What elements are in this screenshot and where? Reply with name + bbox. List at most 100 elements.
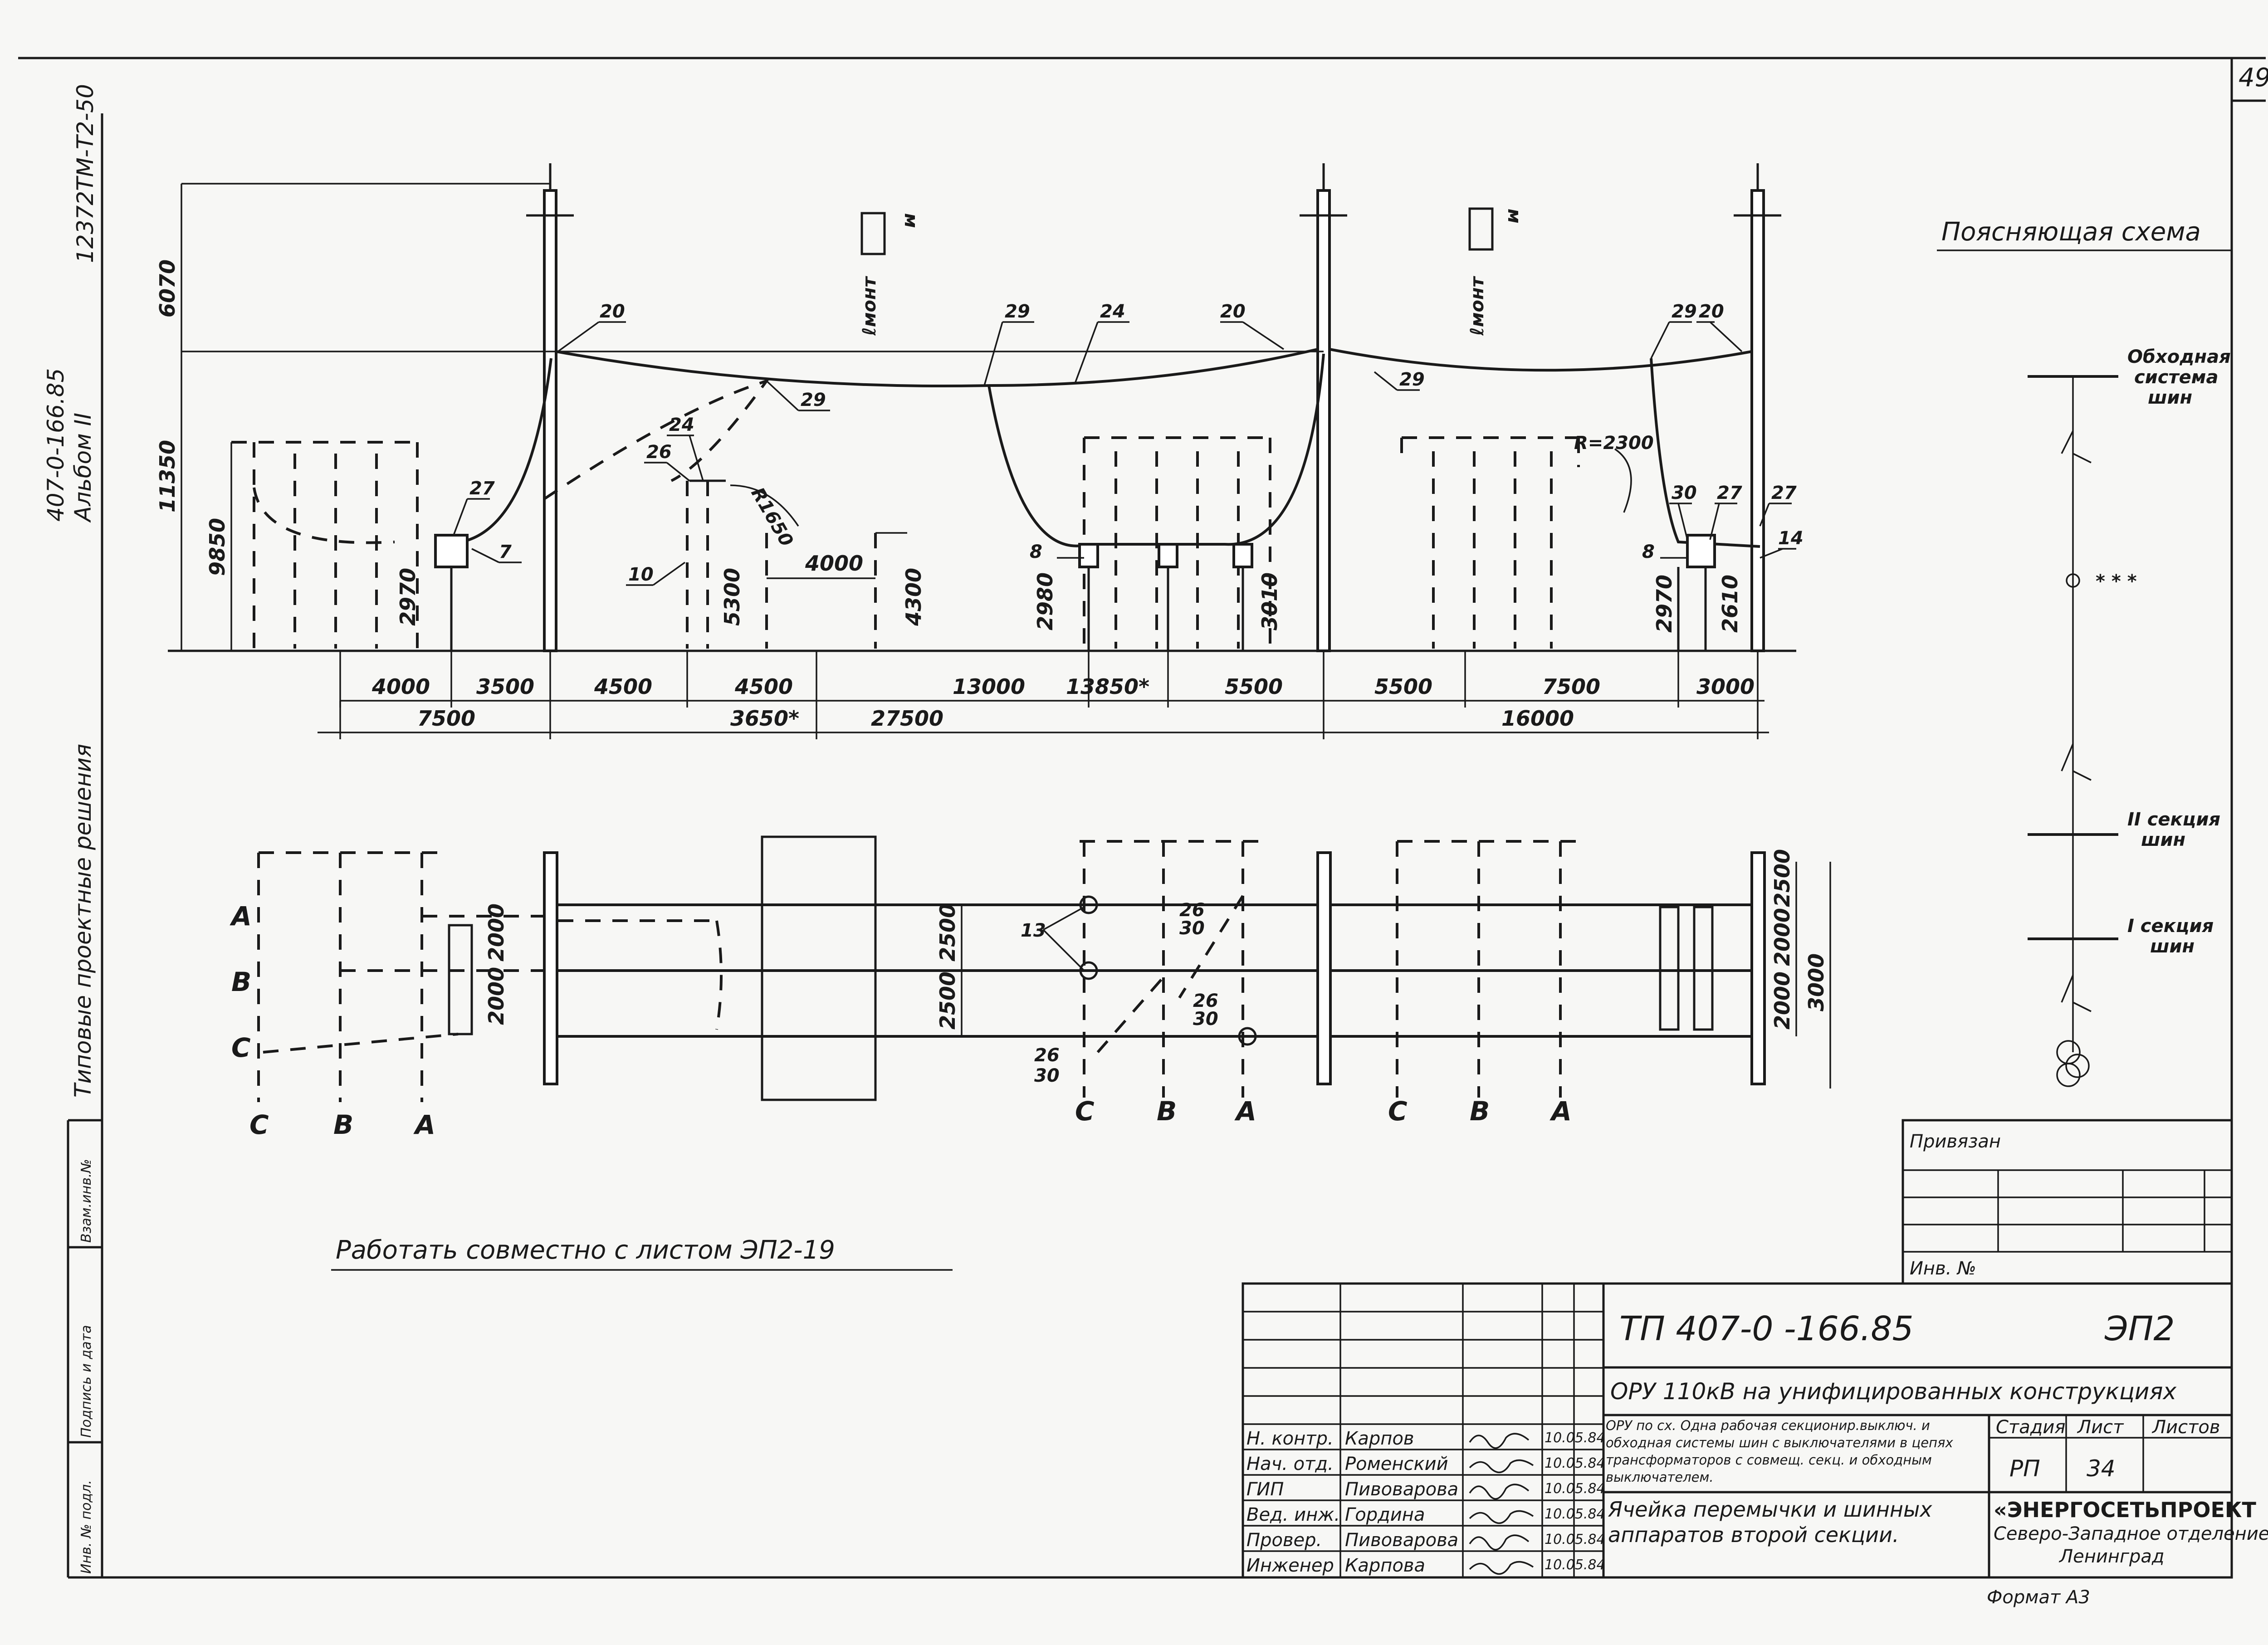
- callout-29d: 29: [1399, 369, 1425, 390]
- scheme-title: Поясняющая схема: [1941, 217, 2201, 247]
- height-wire: 11350: [155, 440, 180, 513]
- dim-r2-0: 7500: [417, 706, 475, 731]
- callout-8b: 8: [1642, 542, 1655, 562]
- callout-24b: 24: [669, 415, 694, 435]
- height-right-2610: 2610: [1718, 575, 1742, 633]
- callout-30b: 30: [1179, 918, 1205, 939]
- doc-code: ТП 407-0 -166.85: [1619, 1309, 1914, 1348]
- sheet-label: Лист: [2077, 1417, 2124, 1438]
- signer-role-5: Инженер: [1246, 1555, 1334, 1576]
- phase-bottom-mid-C: C: [1075, 1096, 1095, 1127]
- callouts: 20 29 24 20 29 20 29 29 27 7 24 26 10 8 …: [453, 301, 1804, 586]
- phase-bottom-left-C: C: [249, 1109, 269, 1140]
- signer-name-2: Пивоварова: [1345, 1479, 1458, 1500]
- sheets-label: Листов: [2151, 1417, 2220, 1438]
- callout-10: 10: [628, 564, 654, 585]
- plan-dim-right-1: 2500: [1770, 849, 1794, 907]
- plan-dim-mid-2: 2500: [935, 971, 960, 1030]
- stamp-cell-3: Взам.инв.№: [78, 1159, 94, 1243]
- stage-label: Стадия: [1996, 1417, 2065, 1438]
- droop-right: [1650, 358, 1760, 548]
- stage-value: РП: [2009, 1455, 2040, 1482]
- org-name: «ЭНЕРГОСЕТЬПРОЕКТ: [1994, 1498, 2256, 1522]
- dim-r1-7: 5500: [1374, 674, 1432, 699]
- height-top: 6070: [155, 259, 180, 317]
- plan-dim-right-3: 2000: [1770, 971, 1794, 1030]
- height-center-left: 2980: [1033, 572, 1057, 630]
- callout-27a: 27: [469, 478, 495, 499]
- stamp-cell-1: Инв. № подл.: [78, 1480, 94, 1574]
- callout-29c: 29: [801, 390, 826, 410]
- description: ОРУ по сх. Одна рабочая секционир.выключ…: [1606, 1418, 1953, 1485]
- sheet-value: 34: [2087, 1455, 2116, 1482]
- dim-r1-0: 4000: [371, 674, 430, 699]
- mount-m-1: м: [900, 213, 921, 228]
- dim-r2-3: 16000: [1501, 706, 1574, 731]
- mount-m-2: м: [1504, 209, 1525, 224]
- callout-24a: 24: [1100, 301, 1125, 322]
- org-city: Ленинград: [2058, 1546, 2165, 1567]
- height-left-app: 2970: [396, 568, 420, 626]
- right-apparatus: [1686, 534, 1716, 568]
- section2-2: шин: [2141, 830, 2185, 850]
- height-center-right: 3010: [1257, 572, 1282, 630]
- mount-marker-1: [860, 212, 886, 255]
- radius-1650: R1650: [747, 484, 797, 550]
- drawing-title-box: Ячейка перемычки и шинных аппаратов втор…: [1608, 1497, 1932, 1547]
- binding-title: Привязан: [1910, 1131, 2001, 1152]
- callout-20a: 20: [600, 301, 625, 322]
- height-mid-app: 5300: [720, 568, 744, 626]
- signer-date-3: 10.05.84: [1545, 1506, 1605, 1522]
- signer-name-1: Роменский: [1345, 1454, 1448, 1474]
- drawing-frame: [101, 101, 2233, 1579]
- bypass-2: система: [2134, 367, 2218, 388]
- bypass-3: шин: [2148, 387, 2192, 408]
- callout-27b: 27: [1717, 483, 1742, 503]
- section1-1: I секция: [2127, 916, 2214, 937]
- signer-date-1: 10.05.84: [1545, 1455, 1605, 1471]
- signer-date-0: 10.05.84: [1545, 1430, 1605, 1446]
- callout-30: 30: [1672, 483, 1697, 503]
- phase-bottom-mid-A: A: [1234, 1096, 1256, 1127]
- phase-left-C: C: [231, 1032, 251, 1063]
- dim-r1-1: 3500: [476, 674, 534, 699]
- portal-pole-2: [1316, 189, 1331, 652]
- format-label: Формат А3: [1987, 1587, 2090, 1608]
- signer-name-0: Карпов: [1345, 1428, 1414, 1449]
- phase-bottom-right-A: A: [1549, 1096, 1572, 1127]
- mount-l-1: ℓмонт: [859, 275, 880, 336]
- mount-marker-2: [1468, 207, 1494, 251]
- callout-8a: 8: [1030, 542, 1042, 562]
- portal-pole-3: [1750, 189, 1765, 652]
- signer-name-4: Пивоварова: [1345, 1530, 1458, 1551]
- side-series: Типовые проектные решения: [70, 744, 96, 1098]
- scheme-devices: [2056, 430, 2092, 1087]
- plan-dim-mid-1: 2500: [935, 903, 960, 962]
- signer-date-5: 10.05.84: [1545, 1557, 1605, 1573]
- dim-r1-3: 4500: [734, 674, 793, 699]
- drawing-title: Ячейка перемычки и шинных аппаратов втор…: [1608, 1497, 1932, 1547]
- signer-date-2: 10.05.84: [1545, 1481, 1605, 1497]
- signer-role-2: ГИП: [1246, 1479, 1284, 1500]
- callout-14: 14: [1778, 528, 1804, 549]
- callout-27c: 27: [1771, 483, 1797, 503]
- signer-role-4: Провер.: [1246, 1530, 1322, 1551]
- callout-26a: 26: [646, 442, 672, 463]
- droop-center: [987, 353, 1325, 547]
- note-text: Работать совместно с листом ЭП2-19: [336, 1235, 835, 1265]
- dim-r2-2: 27500: [871, 706, 943, 731]
- signer-name-5: Карпова: [1345, 1555, 1425, 1576]
- signer-date-4: 10.05.84: [1545, 1532, 1605, 1547]
- phase-bottom-right-C: C: [1388, 1096, 1408, 1127]
- stamp-cell-2: Подпись и дата: [78, 1325, 94, 1438]
- droop-left: [435, 358, 552, 545]
- dim-4000-inner: 4000: [805, 551, 863, 576]
- height-4300: 4300: [901, 568, 926, 626]
- object-name: ОРУ 110кВ на унифицированных конструкция…: [1610, 1378, 2176, 1405]
- signer-name-3: Гордина: [1345, 1504, 1425, 1525]
- signatures: [1469, 1433, 1534, 1575]
- mount-l-2: ℓмонт: [1467, 275, 1488, 336]
- dim-r1-9: 3000: [1696, 674, 1755, 699]
- callout-20b: 20: [1220, 301, 1246, 322]
